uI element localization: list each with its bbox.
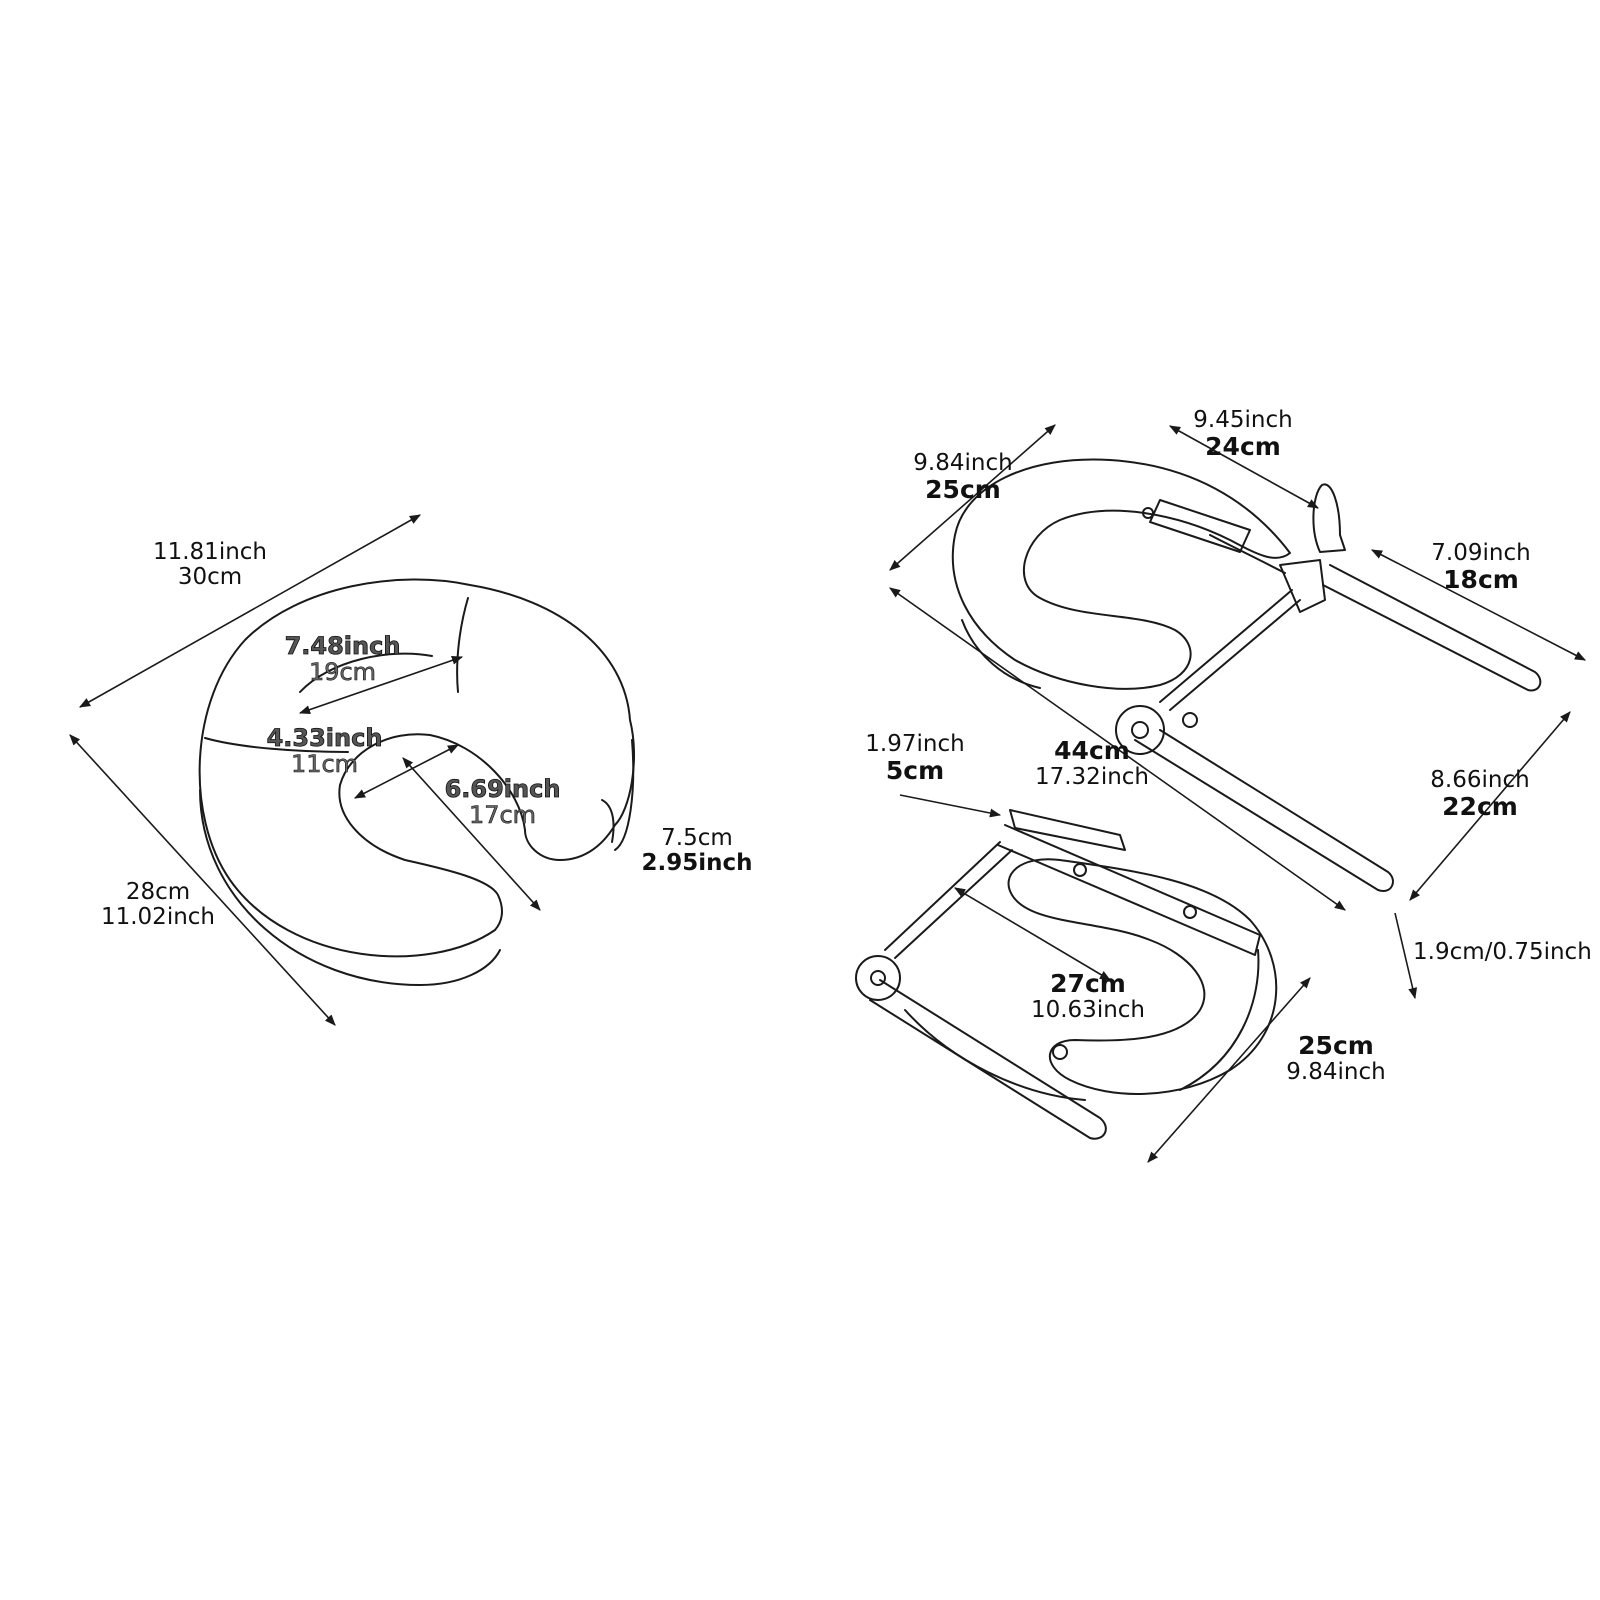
dim-cushion-width [79,514,421,708]
label-bar-long-cm: 44cm [1054,736,1130,765]
label-top-span-inch: 9.45inch [1193,407,1293,433]
label-folded-width-cm: 25cm [1298,1031,1374,1060]
label-cushion-width-cm: 30cm [177,564,243,591]
folded-lower-arc [904,1009,1086,1101]
dim-bar-short [1371,549,1586,661]
label-clamp: 1.97inch 5cm [860,731,970,786]
label-top-span-cm: 24cm [1205,432,1281,462]
label-cushion-opening-inch: 4.33inch [266,724,383,752]
headrest-pad-inner [1209,534,1286,574]
dim-cushion-depth [69,734,336,1026]
label-bar-spacing-cm: 22cm [1442,792,1518,822]
label-bar-short: 7.09inch 18cm [1416,540,1546,595]
dim-frame-width [889,424,1056,571]
label-cushion-width-inch: 11.81inch [152,539,268,565]
label-cushion-inner-width: 7.48inch 19cm [280,632,405,687]
dim-clamp [899,794,1002,818]
folded-lower-tube [869,979,1107,1140]
folded-rivet-1 [1073,863,1087,877]
folded-coupler-bolt [870,970,886,986]
lower-coupler-bolt [1131,721,1149,739]
label-cushion-depth: 28cm 11.02inch [88,879,228,931]
cushion-right-edge [614,739,635,851]
folded-rivet-3 [1052,1044,1068,1060]
label-bar-spacing-inch: 8.66inch [1430,767,1530,793]
label-bar-spacing: 8.66inch 22cm [1415,767,1545,822]
headrest-frame-illustration [951,458,1542,892]
label-frame-width-cm: 25cm [925,475,1001,505]
bar-long [1134,729,1394,892]
dim-top-span [1169,425,1319,509]
dim-cushion-arm [402,757,541,911]
dimension-lines [69,424,1586,1163]
label-cushion-inner-width-cm: 19cm [308,658,377,687]
label-cushion-thickness-cm: 7.5cm [661,825,733,851]
label-frame-width-inch: 9.84inch [913,450,1013,476]
bar-short [1322,564,1542,692]
face-cushion-illustration [198,578,636,986]
folded-rivet-2 [1183,905,1197,919]
headrest-pad-edge [961,619,1041,689]
pad-rivet-1 [1142,507,1154,519]
label-folded-width-inch: 9.84inch [1286,1058,1386,1085]
label-cushion-arm-inch: 6.69inch [444,775,561,803]
label-bar-short-cm: 18cm [1443,565,1519,595]
label-folded-length-cm: 27cm [1050,969,1126,998]
label-cushion-arm-cm: 17cm [468,801,537,830]
label-tube-diameter: 1.9cm/0.75inch [1413,939,1592,965]
label-cushion-width: 11.81inch 30cm [140,539,280,591]
cushion-bulge [601,799,615,843]
label-cushion-arm: 6.69inch 17cm [440,775,565,830]
label-cushion-opening-cm: 11cm [290,750,359,779]
folded-top-rail [997,824,1261,956]
label-bar-long-inch: 17.32inch [1034,763,1150,790]
label-cushion-thickness: 7.5cm 2.95inch [632,825,762,877]
folded-clamp [1009,809,1126,851]
label-top-span: 9.45inch 24cm [1178,407,1308,462]
label-cushion-inner-width-inch: 7.48inch [284,632,401,660]
label-folded-length-inch: 10.63inch [1030,996,1146,1023]
folded-rod [884,841,1013,959]
dim-cushion-inner-width [298,656,464,714]
folded-coupler [855,955,901,1001]
label-bar-long: 44cm 17.32inch [1022,737,1162,790]
headrest-fin [1312,483,1346,553]
label-cushion-thickness-inch: 2.95inch [641,850,753,877]
upper-coupler [1279,559,1326,613]
dim-folded-width [1147,977,1311,1163]
cross-rod [1159,589,1301,711]
dim-bar-long [889,587,1346,911]
label-bar-short-inch: 7.09inch [1431,540,1531,566]
label-frame-width: 9.84inch 25cm [898,450,1028,505]
label-cushion-opening: 4.33inch 11cm [262,724,387,779]
cushion-seam-top [456,597,469,693]
dim-tube-diameter [1394,912,1418,1000]
label-folded-length: 27cm 10.63inch [1018,970,1158,1023]
label-clamp-cm: 5cm [885,756,945,786]
label-cushion-depth-inch: 11.02inch [100,904,216,931]
label-clamp-inch: 1.97inch [865,731,965,757]
label-cushion-depth-cm: 28cm [125,879,191,905]
dim-folded-length [954,887,1111,981]
pad-rivet-2 [1182,712,1198,728]
label-folded-width: 25cm 9.84inch [1276,1032,1396,1085]
dim-bar-spacing [1409,711,1571,901]
